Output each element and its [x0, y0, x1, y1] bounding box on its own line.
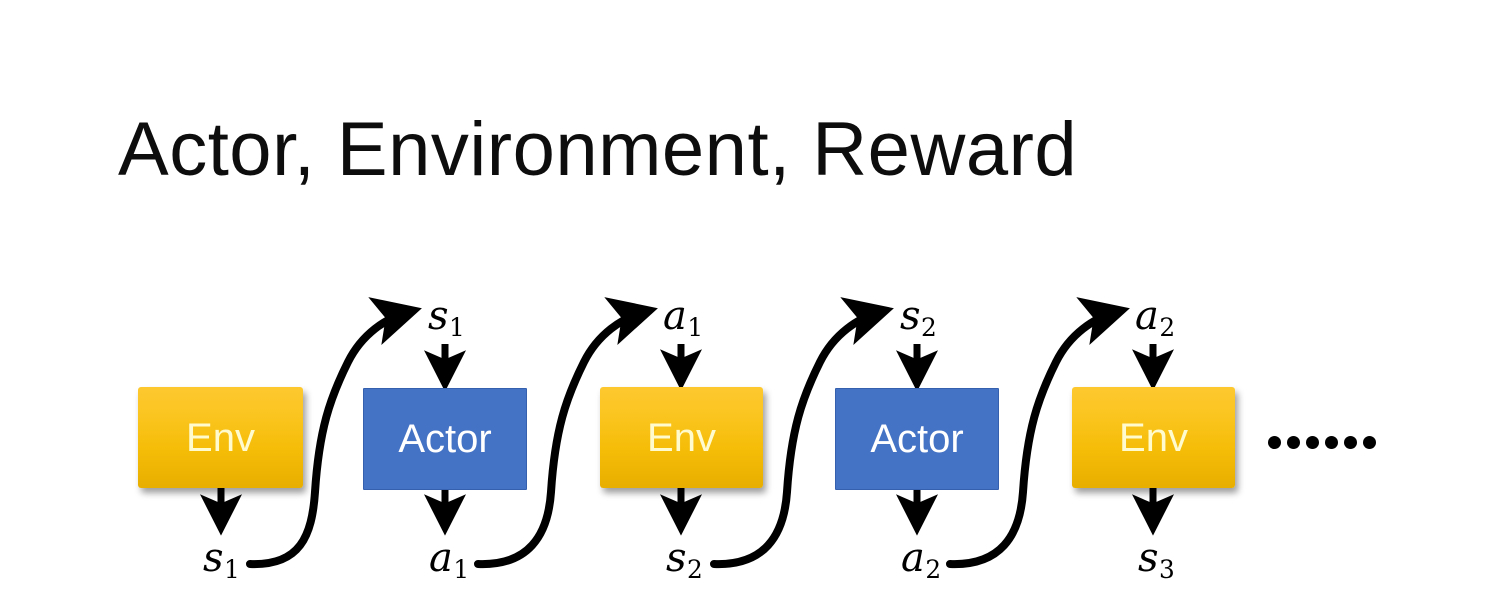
label-subscript: 2: [687, 554, 703, 584]
label-subscript: 1: [224, 554, 240, 584]
node-env-1[interactable]: Env: [138, 387, 303, 488]
math-label-bot-a2: a2: [901, 538, 941, 583]
ellipsis-dot: [1325, 436, 1338, 449]
math-label-bot-s3: s3: [1138, 538, 1175, 583]
label-subscript: 2: [1159, 312, 1176, 342]
label-base: a: [429, 535, 453, 581]
label-subscript: 1: [687, 312, 704, 342]
label-subscript: 1: [453, 554, 470, 584]
math-label-top-s2: s2: [900, 296, 937, 341]
ellipsis-dot: [1363, 436, 1376, 449]
node-label: Env: [186, 415, 255, 460]
label-subscript: 2: [925, 554, 942, 584]
vertical-arrows: [199, 344, 1174, 536]
math-label-top-s1: s1: [428, 296, 465, 341]
label-base: a: [663, 293, 687, 339]
math-label-bot-a1: a1: [429, 538, 469, 583]
curve-curve-s2: [710, 297, 894, 569]
node-label: Actor: [870, 417, 964, 461]
label-base: a: [1135, 293, 1159, 339]
node-env-3[interactable]: Env: [1072, 387, 1235, 488]
ellipsis-dot: [1306, 436, 1319, 449]
ellipsis-dot: [1268, 436, 1281, 449]
feedback-curves: [246, 297, 1130, 569]
node-label: Env: [1119, 415, 1188, 460]
math-label-top-a1: a1: [663, 296, 703, 341]
label-base: s: [900, 293, 921, 339]
label-base: a: [901, 535, 925, 581]
ellipsis-dot: [1287, 436, 1300, 449]
label-base: s: [203, 535, 224, 581]
ellipsis-dot: [1344, 436, 1357, 449]
node-env-2[interactable]: Env: [600, 387, 763, 488]
node-label: Env: [647, 415, 716, 460]
label-subscript: 1: [449, 312, 465, 342]
ellipsis-dots: [1268, 436, 1376, 449]
label-base: s: [666, 535, 687, 581]
curve-curve-a1: [474, 297, 658, 569]
label-subscript: 3: [1159, 554, 1175, 584]
label-subscript: 2: [921, 312, 937, 342]
label-base: s: [428, 293, 449, 339]
math-label-top-a2: a2: [1135, 296, 1175, 341]
node-actor-1[interactable]: Actor: [363, 388, 527, 490]
label-base: s: [1138, 535, 1159, 581]
node-label: Actor: [398, 417, 492, 461]
node-actor-2[interactable]: Actor: [835, 388, 999, 490]
math-label-bot-s2: s2: [666, 538, 703, 583]
curve-curve-s1: [246, 297, 422, 569]
math-label-bot-s1: s1: [203, 538, 240, 583]
curve-curve-a2: [946, 297, 1130, 569]
page-title: Actor, Environment, Reward: [118, 107, 1078, 192]
